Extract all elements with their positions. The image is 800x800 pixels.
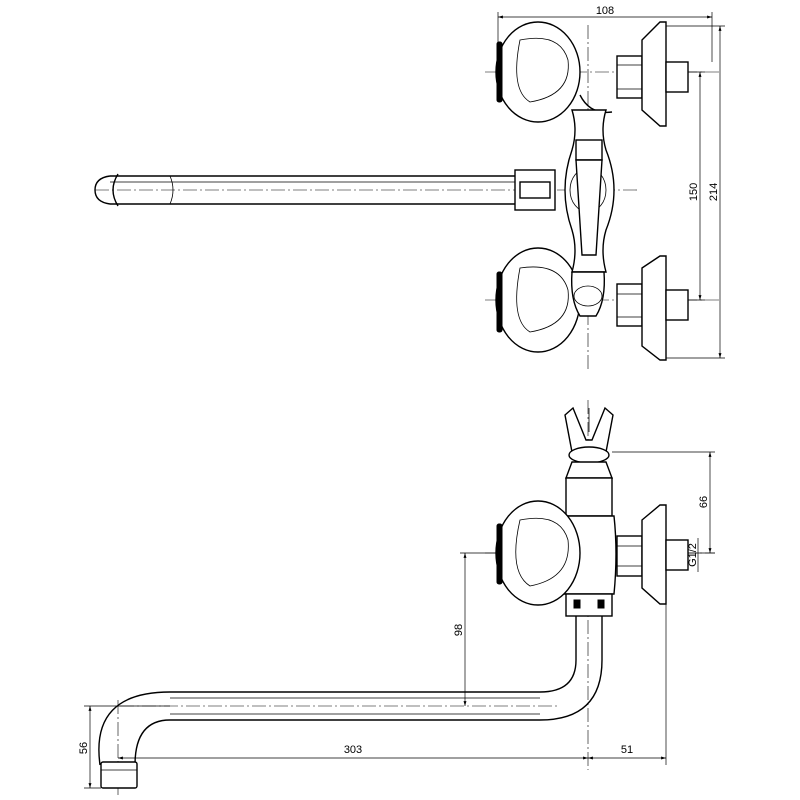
dim-top-width: 108: [497, 5, 713, 62]
upper-handle: [495, 21, 613, 123]
mixer-body: [564, 109, 615, 317]
shower-holder: [564, 406, 614, 479]
dim-label-51: 51: [621, 744, 633, 756]
thread-label: G1/2: [687, 538, 699, 572]
dim-spout-drop: 56: [78, 705, 170, 789]
dim-top-outer-height: 214: [666, 25, 725, 359]
dim-wall-offset: 51: [588, 604, 667, 765]
dim-spout-reach: 303: [118, 744, 588, 760]
dim-label-108: 108: [596, 5, 614, 17]
side-connector: [616, 504, 689, 605]
dim-label-303: 303: [344, 744, 362, 756]
dim-top-inner-height: 150: [688, 71, 705, 301]
upper-connector: [616, 21, 689, 127]
dim-label-150: 150: [688, 183, 700, 201]
top-view: 108 150 214: [94, 5, 725, 372]
side-view: 66 G1/2 98 303 51 56: [78, 400, 715, 795]
side-handle: [495, 500, 581, 606]
dim-label-thread: G1/2: [687, 543, 699, 567]
spout-top: [94, 169, 556, 211]
dim-label-56: 56: [78, 742, 90, 754]
dim-holder-height: 66: [612, 451, 715, 554]
spout-side: [98, 616, 603, 789]
dim-label-98: 98: [453, 624, 465, 636]
dim-label-214: 214: [708, 183, 720, 201]
lower-handle: [495, 247, 581, 353]
dim-label-66: 66: [698, 496, 710, 508]
dim-spout-height: 98: [453, 552, 498, 706]
lower-connector: [616, 255, 689, 361]
